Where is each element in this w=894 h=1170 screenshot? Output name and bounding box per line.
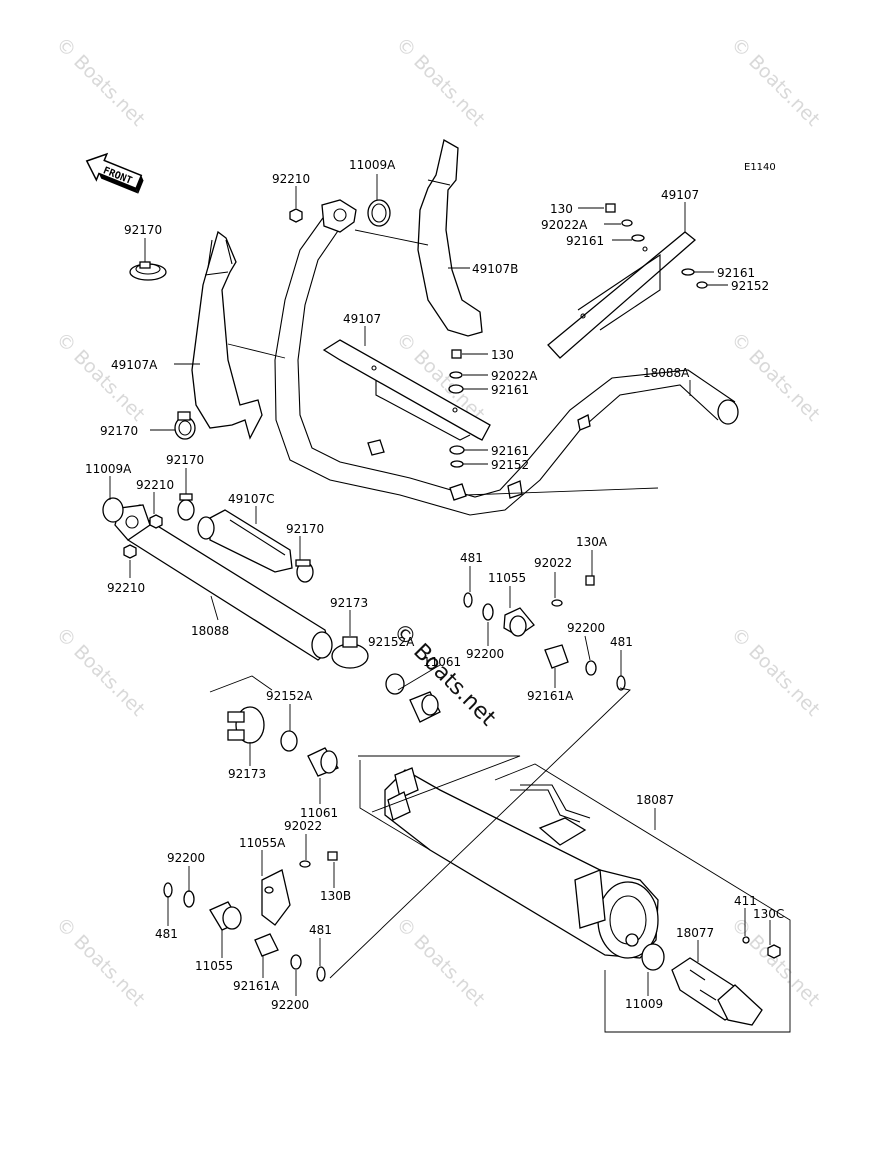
part-label: 481	[610, 635, 633, 649]
part-label: 18088	[191, 624, 229, 638]
bolt-130-center	[451, 349, 462, 359]
part-label: 92152	[731, 279, 769, 293]
part-label: 130	[491, 348, 514, 362]
watermark: © Boats.net	[51, 623, 149, 721]
washer-411	[742, 936, 750, 944]
part-label: 11009A	[349, 158, 396, 172]
part-label: 92152A	[368, 635, 415, 649]
part-label: 92210	[136, 478, 174, 492]
bracket-11055-right	[463, 575, 626, 691]
part-label: 130C	[753, 907, 784, 921]
front-arrow-icon: FRONT	[85, 152, 144, 194]
watermark: © Boats.net	[51, 328, 149, 426]
tailpipe-18077	[671, 957, 763, 1026]
part-label: 92161A	[233, 979, 280, 993]
watermark: © Boats.net	[51, 913, 149, 1011]
bolt-130-right	[605, 203, 616, 213]
part-labels: 92210 11009A 92170 49107B 49107A 92170 4…	[85, 158, 784, 1012]
part-label: 92170	[166, 453, 204, 467]
part-label: 92161	[491, 444, 529, 458]
bracket-11055a	[163, 851, 338, 982]
part-label: 11009A	[85, 462, 132, 476]
part-label: 92022A	[491, 369, 538, 383]
clamp-92173-lower	[227, 706, 265, 744]
heat-shield-49107a	[191, 230, 263, 440]
heat-shield-49107b	[417, 139, 483, 337]
watermark: © Boats.net	[726, 623, 824, 721]
clamp-92170-c	[177, 493, 195, 521]
watermark: © Boats.net	[391, 33, 489, 131]
part-label: 18088A	[643, 366, 690, 380]
part-label: 92161	[717, 266, 755, 280]
bolt-130c	[767, 944, 781, 959]
diagram-code: E1140	[744, 162, 776, 173]
part-label: 92173	[330, 596, 368, 610]
part-label: 49107	[661, 188, 699, 202]
part-label: 92210	[272, 172, 310, 186]
part-label: 92152A	[266, 689, 313, 703]
clamp-92170-left	[174, 411, 196, 440]
part-label: 92170	[286, 522, 324, 536]
leader-lines	[109, 174, 791, 1033]
part-label: 92200	[466, 647, 504, 661]
part-label: 92210	[107, 581, 145, 595]
part-label: 92200	[567, 621, 605, 635]
part-label: 11009	[625, 997, 663, 1011]
ring-92152a-center	[385, 673, 405, 695]
watermark: © Boats.net	[726, 328, 824, 426]
part-label: 92022	[534, 556, 572, 570]
part-label: 92161A	[527, 689, 574, 703]
watermark: © Boats.net	[726, 33, 824, 131]
part-label: 92161	[491, 383, 529, 397]
catalyst-49107c	[197, 509, 293, 573]
part-label: 92170	[124, 223, 162, 237]
part-label: 92022	[284, 819, 322, 833]
part-label: 92022A	[541, 218, 588, 232]
header-pipe-18088a	[274, 199, 739, 516]
heat-shield-49107-right	[547, 231, 697, 359]
part-label: 92200	[271, 998, 309, 1012]
part-label: 92173	[228, 767, 266, 781]
part-label: 49107C	[228, 492, 275, 506]
part-label: 92152	[491, 458, 529, 472]
part-label: 92200	[167, 851, 205, 865]
part-label: 11061	[423, 655, 461, 669]
part-label: 49107A	[111, 358, 158, 372]
part-label: 18087	[636, 793, 674, 807]
part-label: 130A	[576, 535, 608, 549]
part-label: 92170	[100, 424, 138, 438]
ring-92152a-lower	[280, 730, 298, 752]
watermark: © Boats.net	[391, 913, 489, 1011]
part-label: 11055A	[239, 836, 286, 850]
watermark: © Boats.net	[51, 33, 149, 131]
clamp-92170-d	[295, 559, 314, 583]
exhaust-pipe-18088	[114, 504, 333, 661]
heat-shield-49107-center	[322, 339, 491, 441]
part-label: 11061	[300, 806, 338, 820]
part-label: 11055	[488, 571, 526, 585]
part-label: 130B	[320, 889, 351, 903]
nut-92210-b	[149, 514, 163, 529]
part-label: 49107B	[472, 262, 518, 276]
part-label: 11055	[195, 959, 233, 973]
nut-92210-top	[289, 208, 303, 223]
nut-92210-c	[123, 544, 137, 559]
clamp-92173-center	[331, 636, 369, 669]
part-label: 49107	[343, 312, 381, 326]
gasket-11009a-left	[102, 497, 124, 523]
part-label: 411	[734, 894, 757, 908]
clamp-92170-top	[129, 261, 167, 281]
part-label: 481	[155, 927, 178, 941]
part-label: 481	[460, 551, 483, 565]
muffler-18087	[384, 767, 659, 959]
part-label: 92161	[566, 234, 604, 248]
part-label: 481	[309, 923, 332, 937]
part-label: 18077	[676, 926, 714, 940]
gasket-11009	[641, 943, 665, 971]
part-label: 130	[550, 202, 573, 216]
